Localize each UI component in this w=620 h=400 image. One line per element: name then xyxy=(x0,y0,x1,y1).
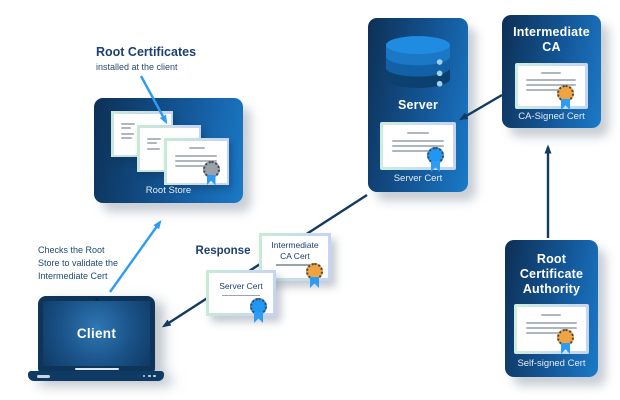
ca-signed-cert-label: CA-Signed Cert xyxy=(518,111,585,122)
client-laptop: Client xyxy=(28,296,164,381)
gray-seal-icon xyxy=(202,160,220,186)
database-icon xyxy=(386,36,450,88)
root-certificates-title: Root Certificates xyxy=(96,45,197,59)
server-title: Server xyxy=(397,98,439,112)
self-signed-cert-image xyxy=(514,304,589,354)
root-cert-front xyxy=(164,138,229,186)
orange-seal-icon xyxy=(557,329,574,354)
laptop-camera-icon xyxy=(95,298,98,301)
client-label: Client xyxy=(76,326,117,341)
intermediate-ca-cert-card-title: Intermediate CA Cert xyxy=(271,240,319,261)
server-box: Server Server Cert xyxy=(368,18,468,192)
ca-signed-cert-image xyxy=(515,63,588,110)
server-cert-card-title: Server Cert xyxy=(219,281,263,291)
root-certificates-subtitle: installed at the client xyxy=(96,62,178,72)
laptop-base xyxy=(28,371,164,381)
server-cert-card: Server Cert xyxy=(206,270,276,323)
laptop-hinge xyxy=(74,367,119,370)
response-label: Response xyxy=(195,245,251,257)
root-ca-box: Root Certificate Authority Self-signed C… xyxy=(505,240,598,377)
server-cert-label: Server Cert xyxy=(393,173,443,184)
blue-seal-icon xyxy=(250,298,267,323)
blue-seal-icon xyxy=(427,147,444,172)
intermediate-ca-box: Intermediate CA CA-Signed Cert xyxy=(502,15,601,128)
root-certificates-annotation: Root Certificates installed at the clien… xyxy=(96,45,196,72)
orange-seal-icon xyxy=(306,263,323,288)
server-cert-image xyxy=(380,122,456,172)
self-signed-cert-label: Self-signed Cert xyxy=(517,358,586,369)
laptop-screen: Client xyxy=(38,296,155,372)
intermediate-ca-title: Intermediate CA xyxy=(513,25,590,54)
root-ca-title: Root Certificate Authority xyxy=(519,252,584,296)
orange-seal-icon xyxy=(557,85,574,110)
root-store-label: Root Store xyxy=(145,185,192,196)
root-store-box: Root Store xyxy=(94,98,243,203)
client-note: Checks the Root Store to validate the In… xyxy=(38,245,119,281)
